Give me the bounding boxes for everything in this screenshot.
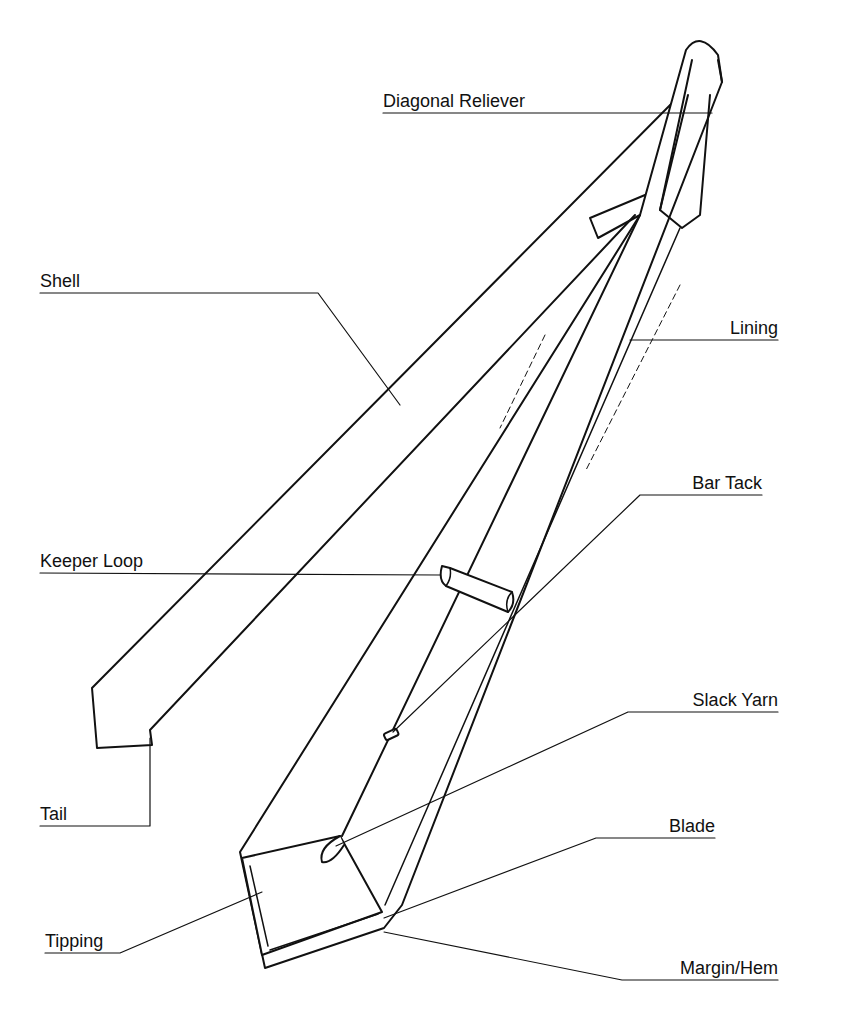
bar-tack — [383, 728, 399, 740]
part-label: Keeper Loop — [40, 551, 143, 571]
part-label: Bar Tack — [692, 473, 762, 493]
center-seam — [342, 215, 640, 836]
keeper-fold — [446, 568, 512, 612]
part-label: Tail — [40, 804, 67, 824]
leader-line — [40, 738, 150, 826]
stitch-line — [500, 335, 545, 428]
part-label: Shell — [40, 271, 80, 291]
stitch-line — [585, 285, 680, 472]
leader-line — [336, 712, 778, 846]
leader-line — [383, 112, 712, 113]
part-label: Diagonal Reliever — [383, 91, 525, 111]
blade-piece — [240, 41, 722, 968]
diagonal-reliever-back — [590, 195, 645, 238]
leader-line — [384, 932, 778, 980]
diagonal-reliever — [660, 95, 710, 228]
tipping — [242, 836, 382, 955]
keeper-loop — [441, 566, 514, 612]
slack-yarn — [321, 836, 344, 862]
part-label: Blade — [669, 816, 715, 836]
part-label: Margin/Hem — [680, 958, 778, 978]
knot-edge — [718, 60, 722, 82]
margin-line — [250, 866, 268, 946]
leader-line — [45, 892, 262, 953]
hem-line — [270, 914, 378, 950]
part-label: Slack Yarn — [693, 690, 778, 710]
leader-lines — [40, 113, 778, 980]
leader-line — [40, 293, 400, 405]
leader-line — [630, 339, 778, 340]
leader-line — [384, 838, 715, 918]
leader-line — [40, 573, 440, 575]
part-label: Tipping — [45, 931, 103, 951]
part-label: Lining — [730, 318, 778, 338]
